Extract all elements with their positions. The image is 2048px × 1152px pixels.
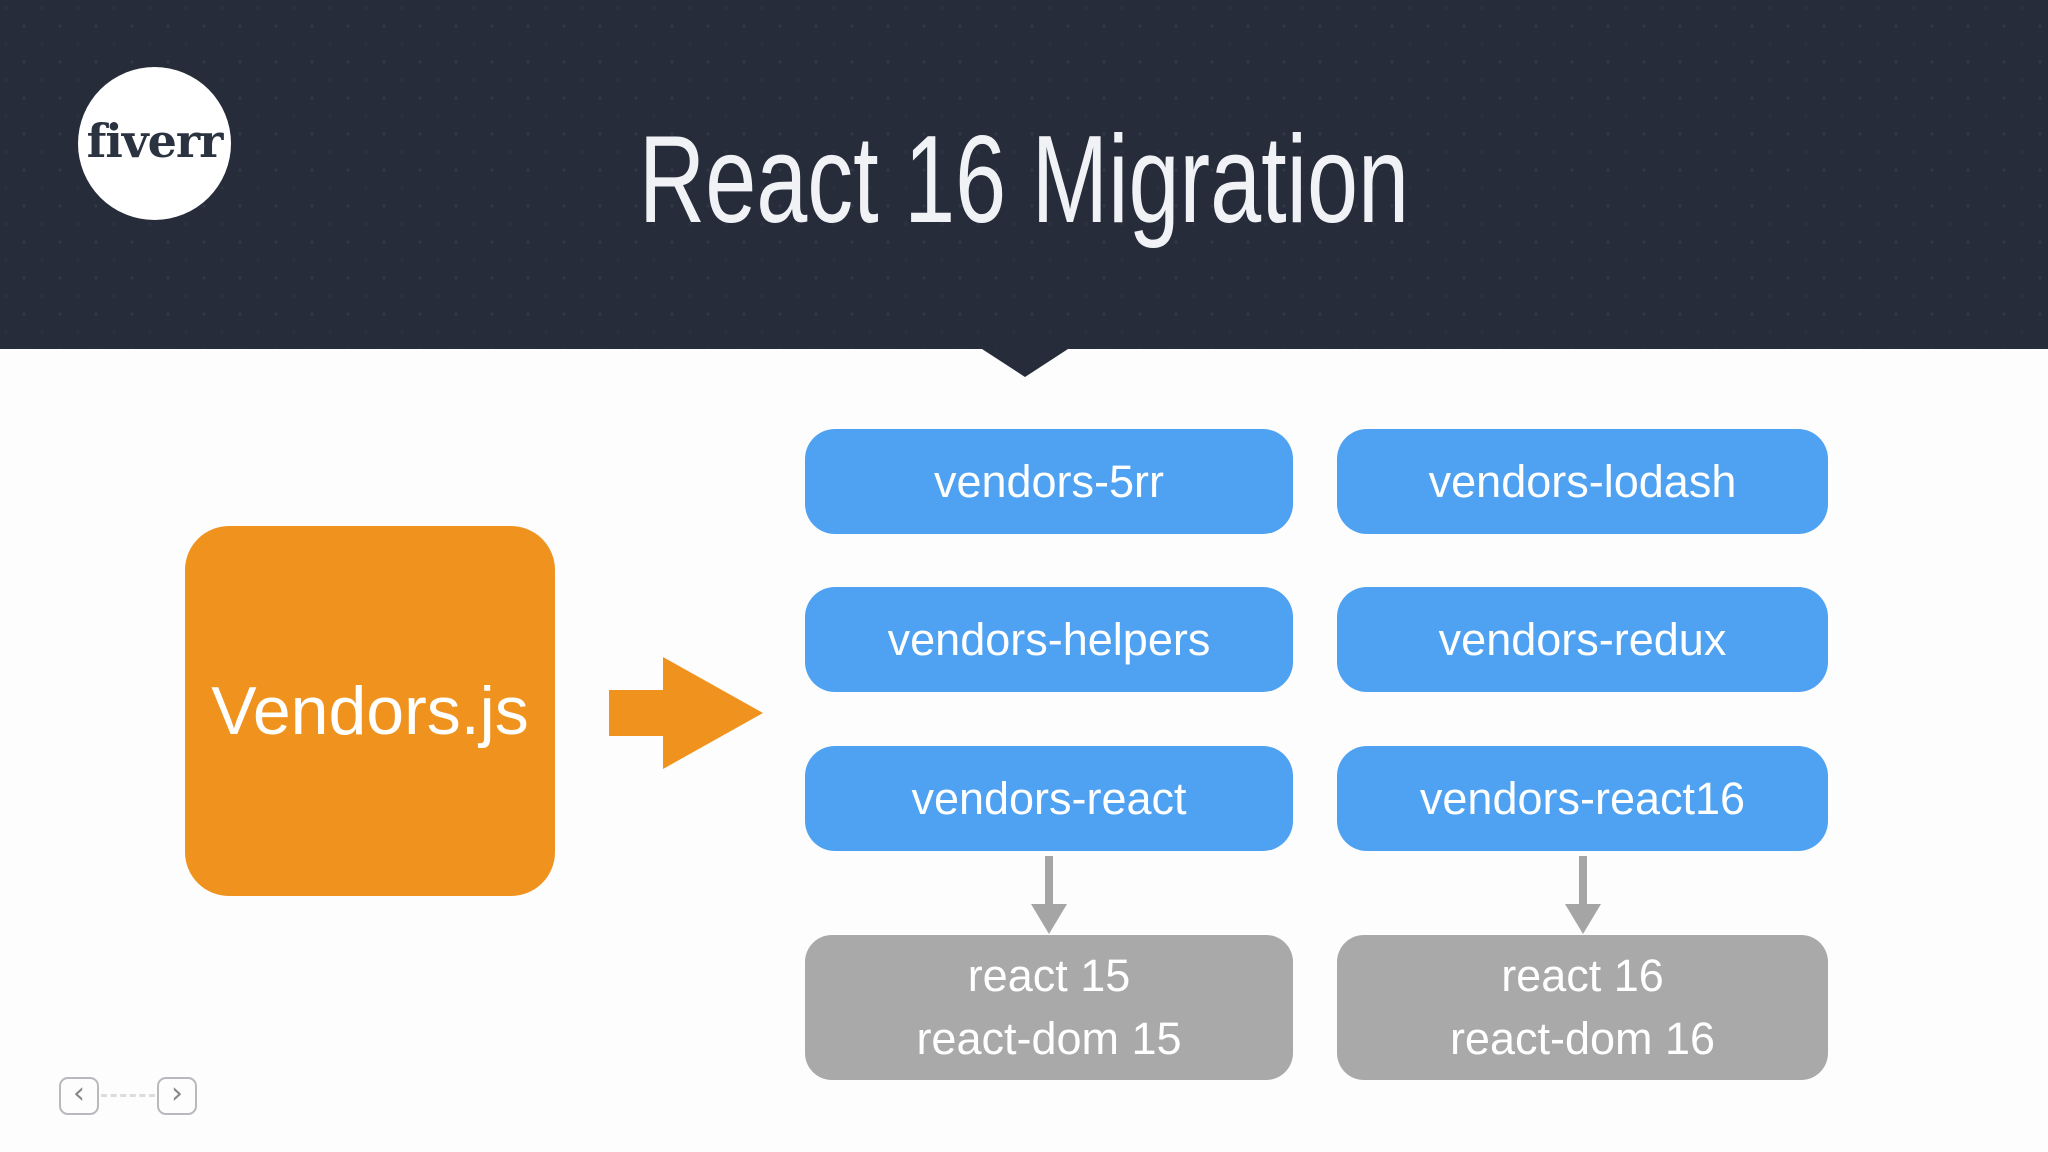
chunk-label: vendors-react16 (1419, 772, 1746, 824)
chunk-vendors-helpers: vendors-helpers (805, 587, 1293, 692)
vendors-source-label: Vendors.js (211, 673, 529, 749)
chunk-label: vendors-react (911, 772, 1187, 824)
chunk-label: vendors-lodash (1428, 455, 1737, 507)
result-line: react-dom 16 (1449, 1012, 1716, 1064)
fiverr-logo-text: fiverr (86, 113, 224, 168)
chevron-right-icon: › (171, 1076, 183, 1111)
result-react16-box: react 16 react-dom 16 (1337, 935, 1828, 1080)
fiverr-logo: fiverr (78, 67, 231, 220)
chunk-vendors-5rr: vendors-5rr (805, 429, 1293, 534)
nav-dashed-connector (101, 1094, 155, 1097)
header-banner: fiverr React 16 Migration (0, 0, 2048, 349)
chunk-label: vendors-5rr (933, 455, 1165, 507)
split-arrow-icon (609, 690, 669, 736)
chunk-vendors-react: vendors-react (805, 746, 1293, 851)
chunk-vendors-react16: vendors-react16 (1337, 746, 1828, 851)
next-slide-button[interactable]: › (157, 1077, 197, 1115)
slide-title: React 16 Migration (638, 111, 1410, 249)
chunk-label: vendors-helpers (887, 613, 1211, 665)
prev-slide-button[interactable]: ‹ (59, 1077, 99, 1115)
header-notch (982, 349, 1068, 377)
result-line: react 15 (967, 950, 1131, 1002)
down-arrow-stem (1045, 856, 1053, 904)
result-line: react-dom 15 (916, 1012, 1182, 1064)
down-arrow-head (1565, 904, 1601, 934)
vendors-source-box: Vendors.js (185, 526, 555, 896)
down-arrow-stem (1579, 856, 1587, 904)
down-arrow-head (1031, 904, 1067, 934)
chevron-left-icon: ‹ (73, 1076, 85, 1111)
chunk-vendors-lodash: vendors-lodash (1337, 429, 1828, 534)
split-arrow-head-icon (663, 657, 763, 769)
result-line: react 16 (1501, 950, 1664, 1002)
result-react15-box: react 15 react-dom 15 (805, 935, 1293, 1080)
chunk-vendors-redux: vendors-redux (1337, 587, 1828, 692)
chunk-label: vendors-redux (1438, 613, 1727, 665)
